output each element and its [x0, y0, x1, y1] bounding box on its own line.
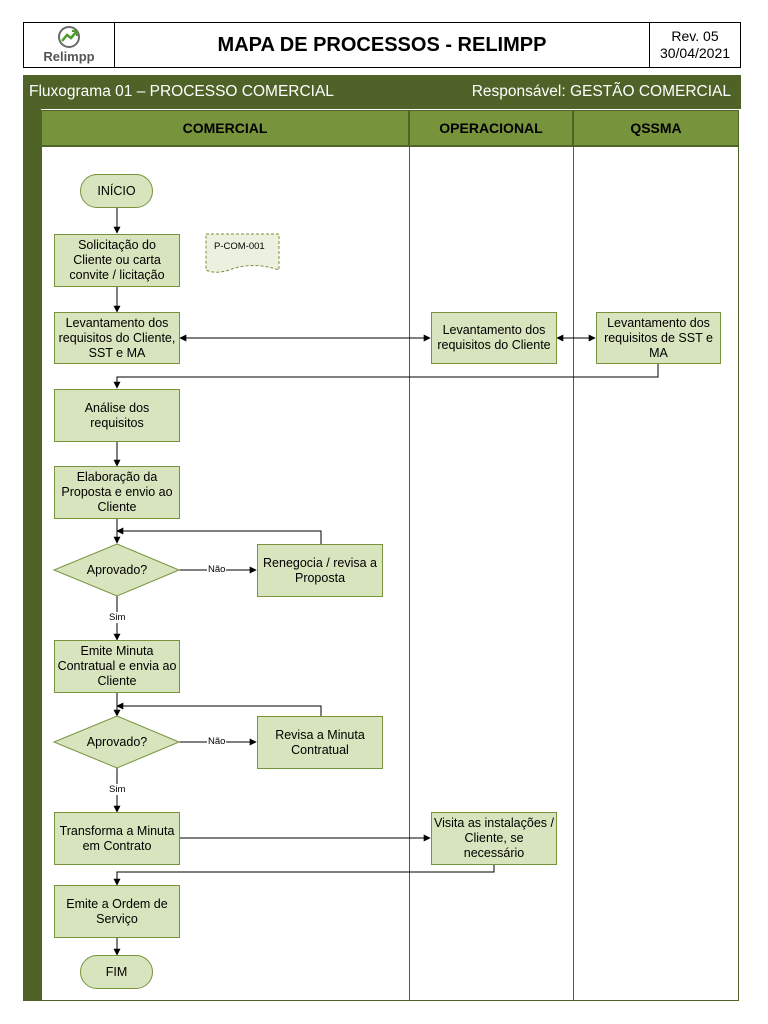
- step-visita: Visita as instalações / Cliente, se nece…: [431, 812, 557, 865]
- document-shape: [205, 233, 280, 273]
- lane-header-operacional: OPERACIONAL: [409, 110, 573, 146]
- decision-diamond-2: [52, 715, 181, 769]
- svg-text:Relimpp: Relimpp: [43, 49, 94, 64]
- step-analise: Análise dos requisitos: [54, 389, 180, 442]
- arrow-qssma-analise: [113, 364, 659, 389]
- step-ordem-servico: Emite a Ordem de Serviço: [54, 885, 180, 938]
- company-logo: Relimpp: [24, 23, 115, 67]
- step-levantamento-comercial: Levantamento dos requisitos do Cliente, …: [54, 312, 180, 364]
- lane-header-qssma: QSSMA: [573, 110, 739, 146]
- page-title: MAPA DE PROCESSOS - RELIMPP: [217, 33, 547, 56]
- step-solicitacao: Solicitação do Cliente ou carta convite …: [54, 234, 180, 287]
- start-terminal: INÍCIO: [80, 174, 153, 208]
- flowchart-title: Fluxograma 01 – PROCESSO COMERCIAL: [29, 83, 334, 100]
- arrow-renegocia-loop: [116, 527, 322, 544]
- step-renegocia: Renegocia / revisa a Proposta: [257, 544, 383, 597]
- step-transforma: Transforma a Minuta em Contrato: [54, 812, 180, 865]
- revision-number: Rev. 05: [671, 28, 719, 44]
- step-elaboracao: Elaboração da Proposta e envio ao Client…: [54, 466, 180, 519]
- step-emite-minuta: Emite Minuta Contratual e envia ao Clien…: [54, 640, 180, 693]
- arrow-revisa-loop: [116, 702, 322, 716]
- step-revisa-minuta: Revisa a Minuta Contratual: [257, 716, 383, 769]
- document-reference: P-COM-001: [214, 241, 265, 252]
- label-sim-2: Sim: [108, 784, 127, 795]
- end-terminal: FIM: [80, 955, 153, 989]
- flowchart-owner: Responsável: GESTÃO COMERCIAL: [471, 83, 731, 100]
- step-levantamento-operacional: Levantamento dos requisitos do Cliente: [431, 312, 557, 364]
- arrow-visita-ordem: [113, 865, 495, 886]
- document-header: Relimpp MAPA DE PROCESSOS - RELIMPP Rev.…: [23, 22, 741, 68]
- relimpp-logo-icon: Relimpp: [43, 26, 95, 64]
- decision-label-1: Aprovado?: [86, 563, 148, 577]
- label-nao-2: Não: [207, 736, 227, 747]
- step-levantamento-qssma: Levantamento dos requisitos de SST e MA: [596, 312, 721, 364]
- label-sim-1: Sim: [108, 612, 127, 623]
- revision-date: 30/04/2021: [659, 45, 731, 61]
- label-nao-1: Não: [207, 564, 227, 575]
- lane-header-comercial: COMERCIAL: [41, 110, 409, 146]
- lane-qssma: [573, 146, 739, 1001]
- left-bar: [23, 109, 41, 1001]
- decision-label-2: Aprovado?: [86, 735, 148, 749]
- decision-diamond-1: [52, 543, 181, 597]
- flowchart-banner: Fluxograma 01 – PROCESSO COMERCIAL Respo…: [23, 75, 741, 109]
- revision-block: Rev. 05 30/04/2021: [649, 23, 740, 67]
